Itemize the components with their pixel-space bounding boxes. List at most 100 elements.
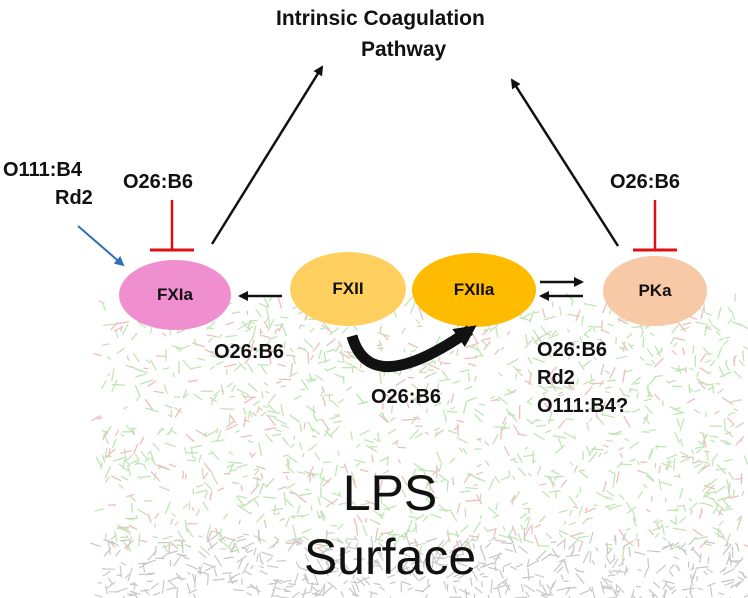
lps-bond <box>101 430 108 441</box>
lps-bond <box>362 525 368 537</box>
lps-bond <box>152 442 160 452</box>
lps-bond <box>591 560 596 565</box>
lps-bond <box>579 469 585 472</box>
lps-bond <box>662 579 675 585</box>
lps-bond <box>604 503 616 508</box>
lps-bond <box>135 373 147 378</box>
lps-bond <box>452 380 461 384</box>
lps-bond <box>118 463 129 472</box>
lps-bond <box>700 463 711 471</box>
lps-bond <box>162 535 173 540</box>
lps-bond <box>668 585 676 591</box>
lps-bond <box>726 540 729 547</box>
lps-bond <box>693 408 701 414</box>
lps-bond <box>707 352 713 356</box>
lps-bond <box>492 584 505 590</box>
lps-bond <box>111 379 118 392</box>
lps-bond <box>697 440 703 445</box>
lps-bond <box>506 388 512 393</box>
lps-bond <box>661 590 668 598</box>
lps-bond <box>174 521 179 526</box>
lps-bond <box>664 497 667 503</box>
lps-bond <box>653 357 665 368</box>
lps-bond <box>292 537 303 543</box>
lps-bond <box>407 586 414 591</box>
lps-bond <box>310 472 320 476</box>
lps-bond <box>479 514 483 520</box>
lps-bond <box>494 565 497 572</box>
lps-bond <box>533 311 541 314</box>
lps-bond <box>678 542 687 550</box>
lps-bond <box>201 467 204 478</box>
lps-bond <box>273 417 287 425</box>
lps-bond <box>705 503 714 507</box>
lps-bond <box>353 458 366 464</box>
lps-bond <box>311 427 321 436</box>
lps-bond <box>521 576 534 579</box>
lps-bond <box>413 416 421 421</box>
lps-bond <box>696 575 698 581</box>
inhibit-pka <box>633 200 677 252</box>
lps-bond <box>291 524 297 538</box>
lps-bond <box>153 390 165 394</box>
lps-bond <box>582 550 590 564</box>
lps-bond <box>436 451 442 463</box>
lps-bond <box>389 581 396 585</box>
lps-bond <box>378 340 383 352</box>
lps-bond <box>173 539 180 542</box>
lps-bond <box>401 566 408 575</box>
lps-bond <box>121 323 129 336</box>
lps-bond <box>250 452 256 459</box>
lps-bond <box>373 533 384 543</box>
lps-bond <box>446 481 449 492</box>
lps-bond <box>244 355 252 365</box>
lps-bond <box>414 432 424 439</box>
lps-bond <box>636 392 639 399</box>
lps-bond <box>210 354 218 358</box>
lps-bond <box>152 592 161 596</box>
lps-bond <box>518 545 529 554</box>
lps-bond <box>450 406 456 410</box>
lps-bond <box>458 588 471 596</box>
lps-bond <box>182 359 192 370</box>
lps-bond <box>225 423 239 431</box>
lps-bond <box>577 535 590 539</box>
lps-bond <box>263 321 269 329</box>
lps-bond <box>338 550 351 556</box>
lps-bond <box>520 312 532 320</box>
lps-bond <box>380 493 383 505</box>
lps-bond <box>497 396 509 405</box>
lps-bond <box>104 465 112 479</box>
lps-bond <box>248 411 251 419</box>
lps-bond <box>298 566 308 572</box>
lps-bond <box>196 483 204 488</box>
lps-bond <box>582 451 584 460</box>
lps-bond <box>601 329 610 334</box>
lps-bond <box>544 429 552 434</box>
lps-bond <box>601 586 612 590</box>
lps-bond <box>231 311 241 314</box>
lps-bond <box>228 395 235 398</box>
lps-bond <box>120 433 125 437</box>
lps-bond <box>439 360 442 366</box>
lps-bond <box>459 369 470 373</box>
lps-bond <box>721 579 735 583</box>
lps-bond <box>527 356 533 365</box>
lps-bond <box>504 389 518 396</box>
lps-bond <box>237 535 244 539</box>
lps-bond <box>418 551 422 563</box>
lps-bond <box>431 560 443 567</box>
lps-bond <box>258 442 263 456</box>
lps-bond <box>455 531 459 538</box>
lps-bond <box>725 505 732 509</box>
lps-bond <box>107 577 114 585</box>
lps-bond <box>278 324 283 332</box>
lps-bond <box>167 426 174 436</box>
lps-bond <box>458 540 467 551</box>
lps-bond <box>603 450 609 455</box>
lps-bond <box>435 549 440 556</box>
lps-bond <box>403 348 406 353</box>
lps-bond <box>258 406 263 412</box>
lps-bond <box>474 354 484 357</box>
lps-bond <box>292 356 296 365</box>
